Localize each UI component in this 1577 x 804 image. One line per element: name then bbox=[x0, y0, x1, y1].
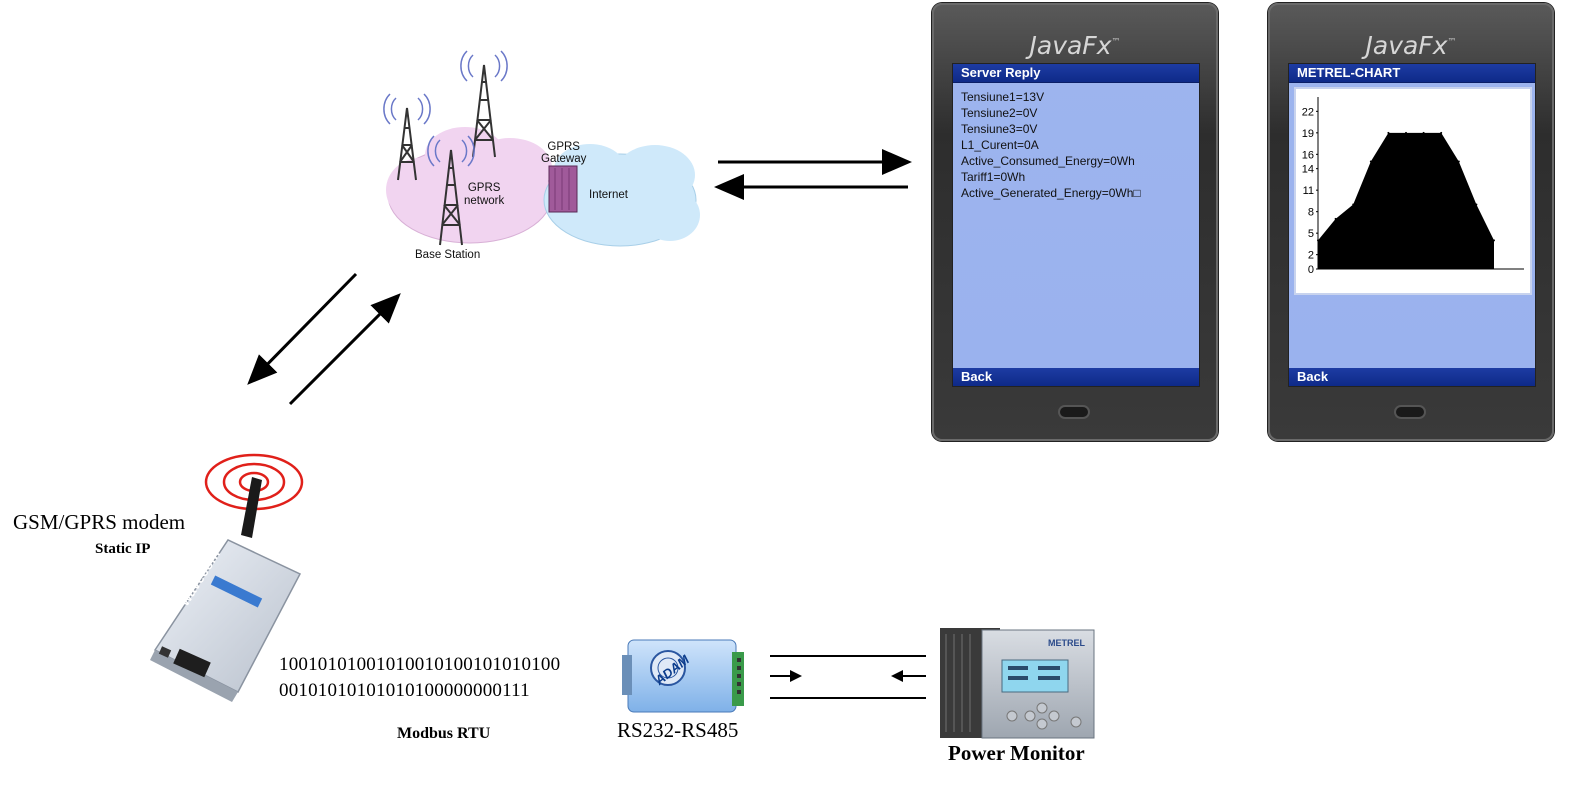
y-tick-label: 11 bbox=[1303, 185, 1314, 197]
back-button[interactable]: Back bbox=[953, 368, 1199, 386]
server-reply-list: Tensiune1=13V Tensiune2=0V Tensiune3=0V … bbox=[953, 83, 1199, 201]
reply-line: L1_Curent=0A bbox=[961, 138, 1039, 152]
gprs-network-label: GPRS network bbox=[464, 182, 505, 207]
phone-brand: JavaFx™ bbox=[1365, 31, 1457, 60]
modem-subtitle: Static IP bbox=[95, 541, 151, 557]
data-point bbox=[1352, 203, 1355, 206]
modbus-label: Modbus RTU bbox=[397, 725, 491, 742]
data-point bbox=[1475, 203, 1478, 206]
phone-brand: JavaFx™ bbox=[1029, 31, 1121, 60]
data-point bbox=[1405, 131, 1407, 134]
data-point bbox=[1440, 131, 1443, 134]
y-tick-label: 5 bbox=[1308, 228, 1314, 240]
y-tick-label: 14 bbox=[1302, 164, 1314, 176]
gprs-network-cloud bbox=[386, 127, 553, 244]
metrel-brand: METREL bbox=[1048, 638, 1085, 648]
y-tick-label: 19 bbox=[1302, 128, 1314, 140]
metrel-chart: 0 2 5 8 11 14 16 19 22 bbox=[1302, 97, 1524, 276]
reply-line: Tariff1=0Wh bbox=[961, 170, 1026, 184]
internet-label: Internet bbox=[589, 189, 628, 201]
y-tick-label: 22 bbox=[1302, 106, 1314, 118]
tower-left bbox=[397, 107, 417, 181]
back-button[interactable]: Back bbox=[1289, 368, 1535, 386]
phone-screen: Server Reply Tensiune1=13V Tensiune2=0V … bbox=[952, 63, 1200, 387]
reply-line: Active_Consumed_Energy=0Wh bbox=[961, 154, 1135, 168]
reply-line: Active_Generated_Energy=0Wh□ bbox=[961, 186, 1141, 200]
data-point bbox=[1334, 217, 1337, 220]
phone-metrel-chart: JavaFx™ METREL-CHART 0 2 5 8 11 14 16 19 22 Back bbox=[1268, 3, 1554, 441]
y-tick-label: 2 bbox=[1308, 250, 1314, 262]
data-point bbox=[1422, 131, 1425, 134]
data-point bbox=[1493, 239, 1495, 242]
converter-label: RS232-RS485 bbox=[617, 718, 739, 742]
gprs-gateway-label: GPRS Gateway bbox=[541, 141, 587, 165]
phone-screen: METREL-CHART 0 2 5 8 11 14 16 19 22 Back bbox=[1288, 63, 1536, 387]
y-tick-label: 8 bbox=[1308, 207, 1314, 219]
phone-home-button[interactable] bbox=[1396, 407, 1424, 417]
gprs-gateway-box bbox=[548, 165, 578, 213]
gateway-stripes bbox=[554, 168, 570, 210]
phone-home-button[interactable] bbox=[1060, 407, 1088, 417]
data-point bbox=[1317, 239, 1319, 242]
screen-title: METREL-CHART bbox=[1289, 64, 1535, 83]
phone-server-reply: JavaFx™ Server Reply Tensiune1=13V Tensi… bbox=[932, 3, 1218, 441]
tower-right bbox=[472, 64, 496, 158]
tower-center bbox=[439, 149, 463, 246]
data-point bbox=[1457, 160, 1460, 163]
screen-title: Server Reply bbox=[953, 64, 1199, 83]
tower-signal-waves bbox=[383, 50, 508, 167]
data-point bbox=[1387, 131, 1390, 134]
y-tick-label: 0 bbox=[1308, 264, 1314, 276]
data-point bbox=[1369, 160, 1372, 163]
rs232-rs485-converter bbox=[622, 639, 744, 713]
antenna-icon bbox=[241, 477, 262, 538]
gsm-modem-device bbox=[150, 539, 302, 702]
power-monitor-label: Power Monitor bbox=[948, 741, 1085, 765]
base-station-label: Base Station bbox=[415, 249, 481, 261]
binary-line-2: 00101010101010100000000111 bbox=[279, 680, 530, 701]
reply-line: Tensiune1=13V bbox=[961, 90, 1045, 104]
power-monitor-device bbox=[940, 628, 1095, 739]
area-series bbox=[1318, 132, 1494, 269]
arrow-to-modem bbox=[247, 272, 358, 385]
reply-line: Tensiune2=0V bbox=[961, 106, 1038, 120]
binary-line-1: 10010101001010010100101010100 bbox=[279, 654, 561, 675]
reply-line: Tensiune3=0V bbox=[961, 122, 1038, 136]
arrow-to-cloud bbox=[288, 293, 401, 406]
modem-title: GSM/GPRS modem bbox=[13, 510, 186, 534]
binary-stream: 10010101001010010100101010100 0010101010… bbox=[279, 652, 560, 704]
chart-panel: 0 2 5 8 11 14 16 19 22 bbox=[1294, 87, 1532, 295]
y-tick-label: 16 bbox=[1302, 149, 1314, 161]
